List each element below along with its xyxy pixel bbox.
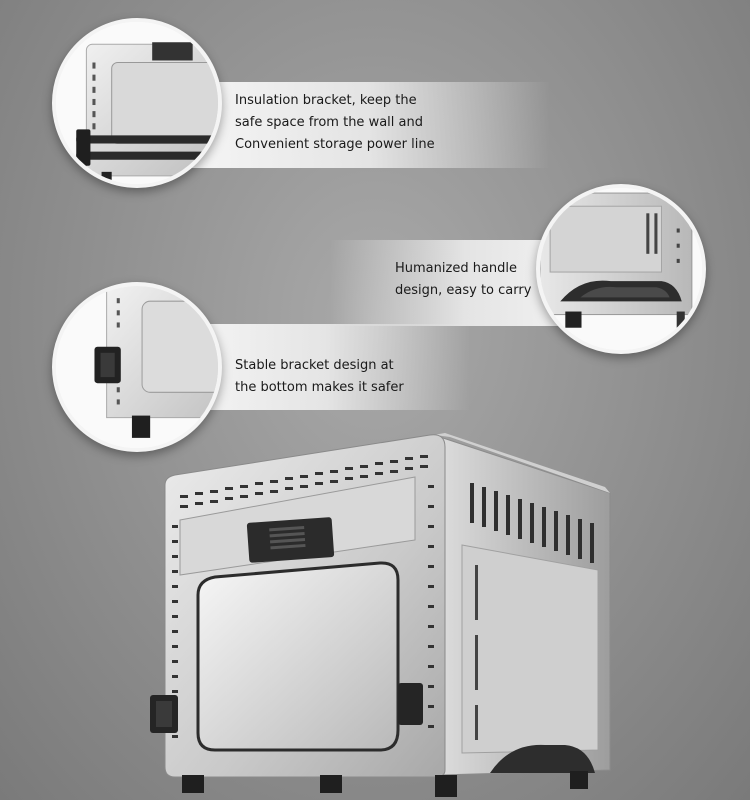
callout-line: safe space from the wall and: [235, 115, 423, 130]
oven-illustration: [150, 433, 611, 797]
callout-line: Insulation bracket, keep the: [235, 93, 417, 108]
insulation-bracket-closeup: [56, 22, 218, 184]
stable-bracket-closeup: [56, 286, 218, 448]
callout-text-insulation: Insulation bracket, keep the safe space …: [235, 90, 435, 156]
detail-circle-insulation-bracket: [52, 18, 222, 188]
air-fryer-oven-product: [150, 425, 620, 800]
callout-text-handle: Humanized handle design, easy to carry: [395, 258, 531, 302]
callout-line: Stable bracket design at: [235, 358, 394, 373]
callout-line: Convenient storage power line: [235, 137, 435, 152]
callout-line: the bottom makes it safer: [235, 380, 404, 395]
callout-line: design, easy to carry: [395, 283, 532, 298]
callout-line: Humanized handle: [395, 261, 518, 276]
callout-text-stable: Stable bracket design at the bottom make…: [235, 355, 404, 399]
detail-circle-stable-bracket: [52, 282, 222, 452]
handle-closeup: [540, 188, 702, 350]
detail-circle-handle: [536, 184, 706, 354]
